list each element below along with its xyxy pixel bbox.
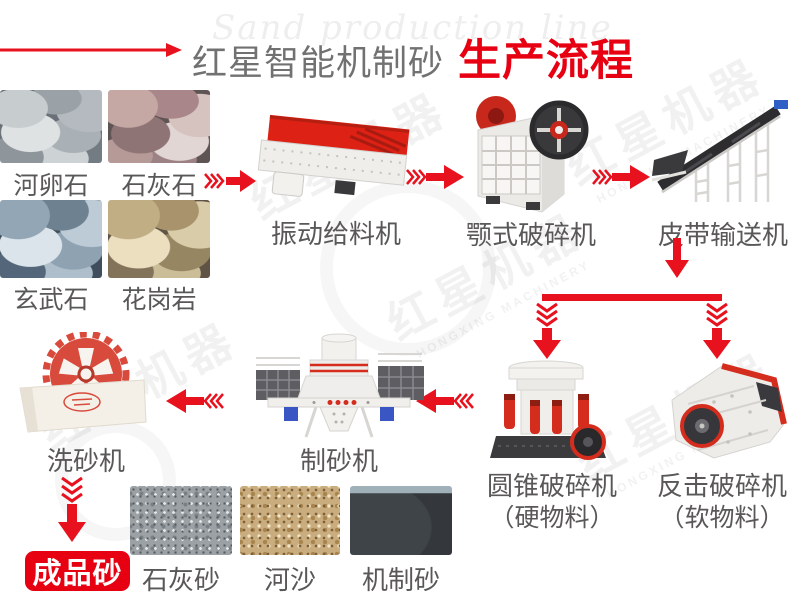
belt-conveyor-illustration [652, 100, 788, 202]
finished-sand-badge: 成品砂 [25, 551, 130, 591]
flow-splitter-bar [542, 294, 722, 301]
flow-arrow-right-icon [406, 165, 464, 189]
product-label: 石灰砂 [141, 565, 220, 595]
limestone-photo [108, 90, 210, 163]
limestone-sand-photo [130, 486, 232, 555]
material-label: 河卵石 [13, 172, 89, 200]
sand-maker-illustration [256, 333, 424, 438]
material-label: 玄武石 [13, 286, 89, 314]
product-label: 河沙 [263, 565, 316, 595]
flow-arrow-left-icon [166, 389, 224, 413]
jaw-crusher-illustration [476, 96, 589, 213]
machine-sublabel: （硬物料） [489, 504, 615, 532]
machine-label: 振动给料机 [270, 219, 401, 249]
cone-crusher-illustration [490, 360, 606, 460]
vibrating-feeder-illustration [257, 114, 410, 197]
english-watermark: Sand production line [212, 8, 613, 48]
flow-arrow-down-icon [533, 302, 561, 359]
river-pebble-photo [0, 90, 102, 163]
machine-label: 反击破碎机 [656, 471, 787, 501]
flow-arrow-down-icon [665, 238, 689, 278]
product-label: 机制砂 [361, 565, 440, 595]
machine-sublabel: （软物料） [659, 504, 785, 532]
flow-arrow-down-icon [58, 476, 86, 542]
title-prefix: 红星智能机制砂 [192, 44, 445, 83]
machine-label: 颚式破碎机 [466, 220, 597, 250]
impact-crusher-illustration [671, 363, 787, 459]
basalt-photo [0, 200, 102, 278]
machine-label: 圆锥破碎机 [486, 471, 617, 501]
title-arrow-icon [0, 43, 182, 57]
flow-arrow-right-icon [204, 170, 256, 192]
machine-sand-photo [350, 486, 452, 555]
granite-photo [108, 200, 210, 278]
page-title: 红星智能机制砂 生产流程 [192, 26, 634, 88]
machine-label: 洗砂机 [46, 446, 125, 476]
river-sand-photo [240, 486, 340, 555]
flow-arrow-right-icon [592, 165, 650, 189]
title-highlight: 生产流程 [458, 37, 635, 85]
flow-arrow-down-icon [703, 302, 731, 359]
sand-washer-illustration [19, 332, 147, 433]
material-label: 石灰石 [121, 172, 197, 200]
machine-label: 制砂机 [299, 446, 378, 476]
material-label: 花岗岩 [121, 286, 197, 314]
flow-arrow-left-icon [416, 389, 474, 413]
